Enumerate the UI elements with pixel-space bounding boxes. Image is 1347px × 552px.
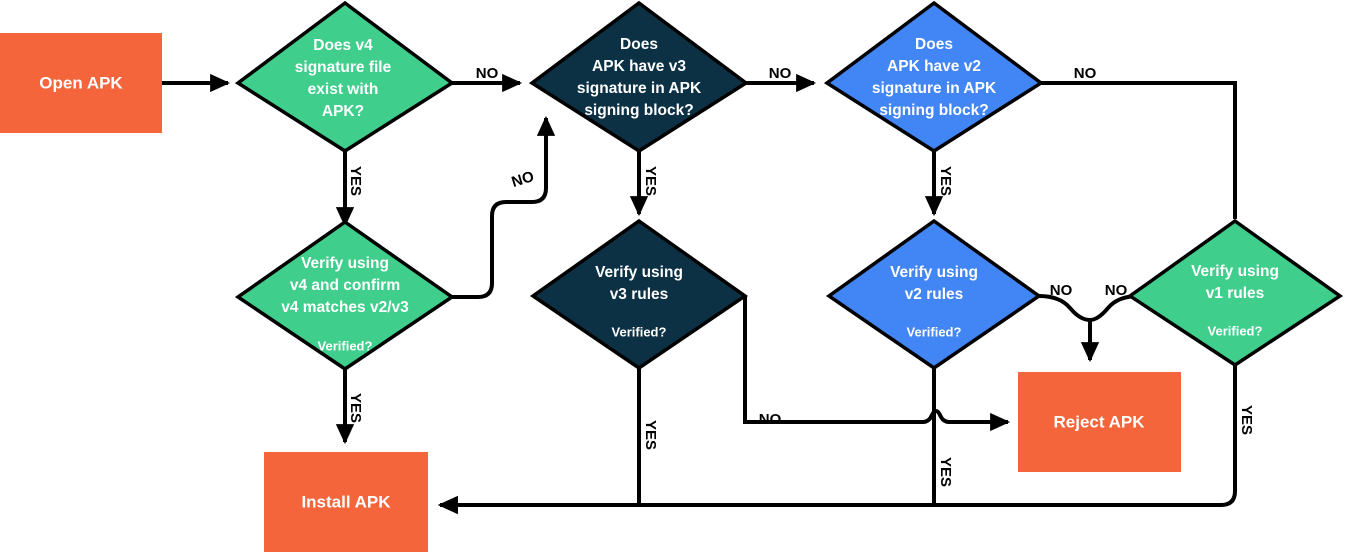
edge-label-v3exists-yes: YES — [642, 166, 659, 196]
edge-v3verify-yes — [437, 368, 641, 515]
open-apk-label: Open APK — [39, 73, 123, 92]
v3-exists-diamond[interactable] — [528, 0, 750, 154]
v3-verify-question: Verified? — [612, 324, 667, 339]
edge-v2exists-no — [1041, 81, 1237, 219]
v2-verify-question: Verified? — [907, 324, 962, 339]
v2-exists-line3: signature in APK — [872, 80, 997, 97]
edge-label-v2verify-no: NO — [1050, 282, 1073, 299]
v4-verify-diamond[interactable] — [234, 219, 456, 372]
install-apk-label: Install APK — [301, 492, 391, 511]
v2-exists-line1: Does — [915, 36, 953, 53]
v4-verify-line3: v4 matches v2/v3 — [281, 299, 409, 316]
v3-exists-line4: signing block? — [584, 102, 693, 119]
v1-verify-diamond[interactable] — [1126, 218, 1344, 368]
v1-verify-line1: Verify using — [1191, 263, 1279, 280]
node-open-apk[interactable]: Open APK — [0, 33, 162, 133]
node-v4-verify[interactable]: Verify using v4 and confirm v4 matches v… — [234, 219, 456, 372]
edge-label-v1verify-yes: YES — [1238, 405, 1255, 435]
v3-verify-line2: v3 rules — [610, 286, 669, 303]
edge-label-v3verify-yes: YES — [642, 420, 659, 450]
node-reject-apk[interactable]: Reject APK — [1018, 372, 1181, 472]
v3-verify-line1: Verify using — [595, 264, 683, 281]
node-install-apk[interactable]: Install APK — [264, 452, 428, 552]
node-v2-verify[interactable]: Verify using v2 rules Verified? — [825, 218, 1043, 371]
reject-apk-label: Reject APK — [1053, 412, 1145, 431]
edge-v1verify-no — [1089, 294, 1140, 322]
edge-label-v1verify-no: NO — [1105, 282, 1128, 299]
v4-exists-diamond[interactable] — [234, 0, 456, 154]
v2-exists-line2: APK have v2 — [887, 58, 981, 75]
v3-exists-line1: Does — [620, 36, 658, 53]
v4-verify-line2: v4 and confirm — [290, 277, 400, 294]
node-v3-verify[interactable]: Verify using v3 rules Verified? — [529, 218, 749, 371]
edge-v1verify-yes — [437, 365, 1237, 515]
edge-label-v4verify-no: NO — [510, 168, 537, 191]
v3-exists-line2: APK have v3 — [592, 58, 686, 75]
v4-exists-line2: signature file — [295, 59, 392, 76]
v1-verify-question: Verified? — [1208, 323, 1263, 338]
v3-exists-line3: signature in APK — [577, 80, 702, 97]
edge-label-v2exists-yes: YES — [937, 166, 954, 196]
v4-exists-line3: exist with — [308, 81, 379, 98]
node-v4-signature-exists[interactable]: Does v4 signature file exist with APK? — [234, 0, 456, 154]
open-apk-box[interactable] — [0, 33, 162, 133]
v2-exists-line4: signing block? — [879, 102, 988, 119]
edge-labels-layer: NO YES NO YES NO YES NO YES NO YES NO YE… — [347, 65, 1255, 487]
edge-reject-rail — [922, 409, 1011, 432]
v2-verify-line2: v2 rules — [905, 286, 964, 303]
reject-apk-box[interactable] — [1018, 372, 1181, 472]
edge-label-v4exists-no: NO — [476, 65, 499, 82]
v2-verify-diamond[interactable] — [825, 218, 1043, 371]
edges-layer — [162, 73, 1237, 515]
v4-exists-line1: Does v4 — [313, 37, 373, 54]
v2-verify-line1: Verify using — [890, 264, 978, 281]
edge-label-v2exists-no: NO — [1074, 65, 1097, 82]
edge-v3verify-no — [743, 296, 923, 424]
edge-label-v3exists-no: NO — [769, 65, 792, 82]
v4-verify-question: Verified? — [318, 338, 373, 353]
v2-exists-diamond[interactable] — [823, 0, 1045, 154]
edge-label-v2verify-yes: YES — [937, 457, 954, 487]
node-v2-signature-exists[interactable]: Does APK have v2 signature in APK signin… — [823, 0, 1045, 154]
edge-label-v4exists-yes: YES — [347, 166, 364, 196]
v1-verify-line2: v1 rules — [1206, 285, 1265, 302]
v4-exists-line4: APK? — [322, 103, 364, 120]
install-apk-box[interactable] — [264, 452, 428, 552]
v4-verify-line1: Verify using — [301, 255, 389, 272]
edge-label-v4verify-yes: YES — [347, 393, 364, 423]
edge-v4verify-no — [452, 115, 556, 299]
v3-verify-diamond[interactable] — [529, 218, 749, 371]
edge-v2verify-no — [1038, 294, 1100, 363]
node-v3-signature-exists[interactable]: Does APK have v3 signature in APK signin… — [528, 0, 750, 154]
edge-label-v3verify-no: NO — [759, 411, 782, 428]
node-v1-verify[interactable]: Verify using v1 rules Verified? — [1126, 218, 1344, 368]
